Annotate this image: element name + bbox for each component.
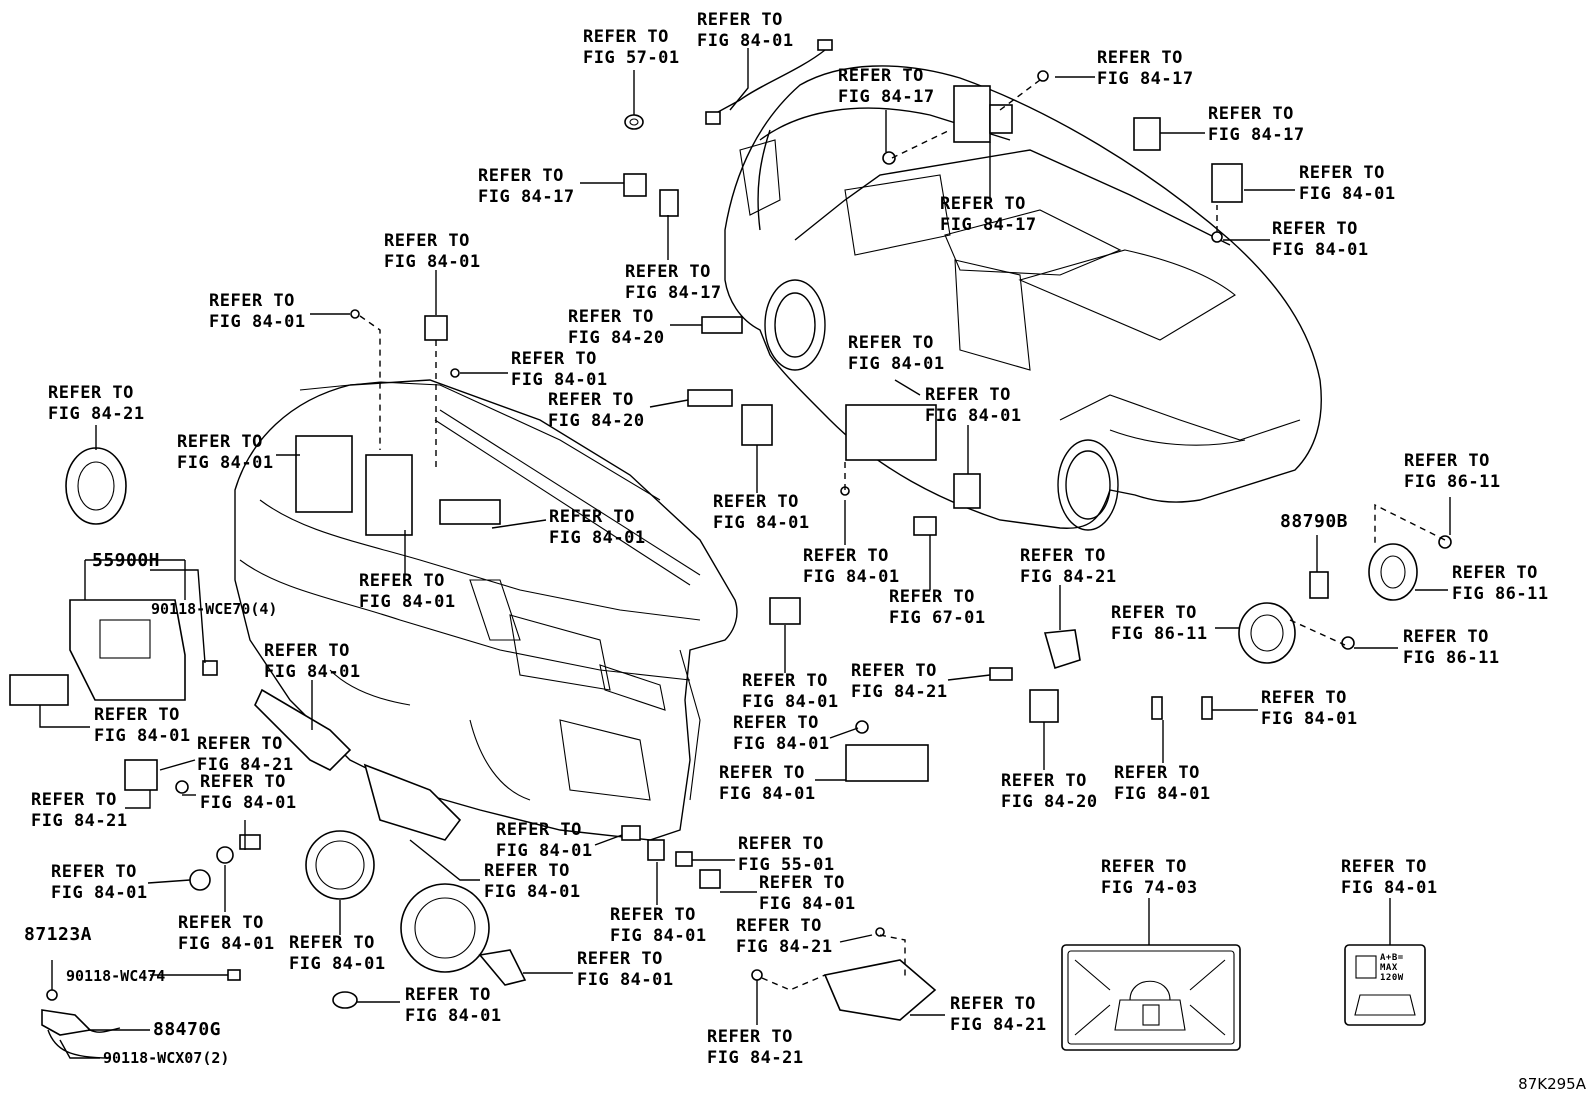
- part-number-55900h: 55900H: [92, 550, 161, 571]
- warning-labels: [1061, 944, 1426, 1051]
- part-number-90118-wcx07: 90118-WCX07(2): [103, 1049, 230, 1067]
- diagram-code: 87K295A: [1518, 1075, 1586, 1093]
- part-number-88790b: 88790B: [1280, 511, 1349, 532]
- part-number-90118-wc474: 90118-WC474: [66, 967, 166, 985]
- part-number-90118-wce70: 90118-WCE70(4): [151, 600, 278, 618]
- part-glyphs: [9, 39, 1452, 1059]
- tow-capacity-label-text: A+B= MAX 120W: [1380, 953, 1404, 983]
- leader-lines: [39, 48, 1451, 1059]
- dashboard-outline: [234, 379, 738, 841]
- part-number-88470g: 88470G: [153, 1019, 222, 1040]
- vehicle-outline: [724, 65, 1322, 531]
- dashed-lines: [359, 79, 1446, 991]
- part-number-87123a: 87123A: [24, 924, 93, 945]
